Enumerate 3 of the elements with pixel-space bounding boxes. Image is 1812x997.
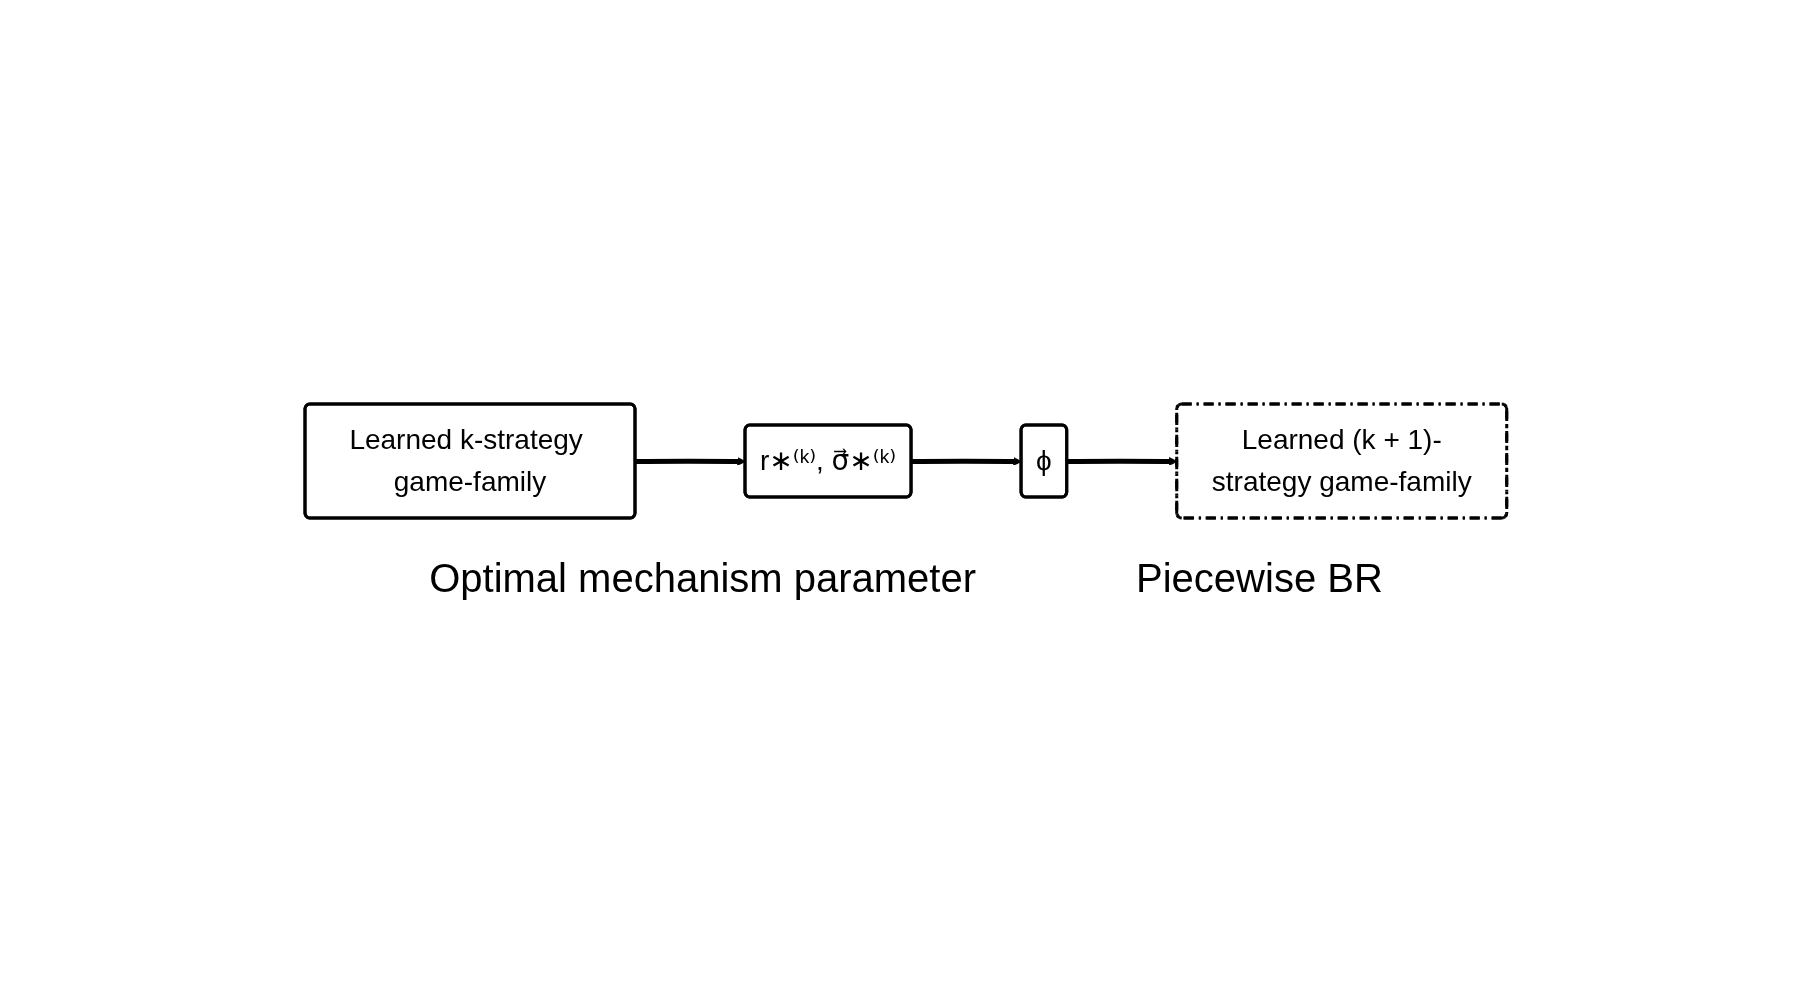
caption-text: Piecewise BR	[1136, 556, 1383, 601]
arrow	[635, 457, 746, 466]
caption-text: Optimal mechanism parameter	[429, 556, 977, 601]
